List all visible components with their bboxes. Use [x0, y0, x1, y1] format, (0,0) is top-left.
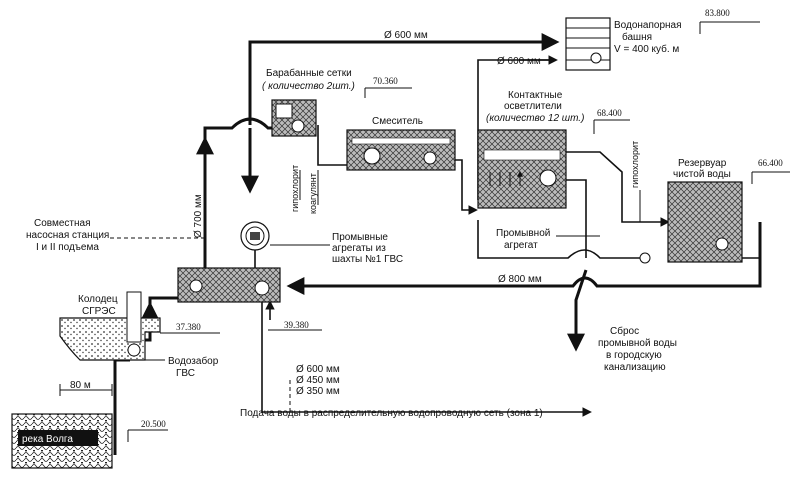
well [59, 291, 161, 361]
elevation-station-left: 37.380 [160, 322, 220, 334]
elevation-station-right: 39.380 [268, 320, 322, 331]
contact-clarifiers [477, 129, 567, 209]
well-label-2: СГРЭС [82, 306, 116, 317]
pipe-wash-loop [477, 220, 640, 259]
well-label-1: Колодец [78, 294, 118, 305]
pipe-d800 [286, 222, 762, 295]
pump-station-label-2: насосная станция [26, 230, 109, 241]
elevation-tower-label: 83.800 [705, 8, 730, 18]
drum-screens-label: Барабанные сетки [266, 67, 352, 79]
discharge-label-2: промывной воды [598, 338, 677, 349]
wash-units-label-3: шахты №1 ГВС [332, 254, 403, 265]
elevation-clarifiers: 68.400 [593, 108, 630, 134]
supply-label: Подача воды в распределительную водопров… [240, 408, 543, 419]
drum-screens-qty-label: ( количество 2шт.) [262, 81, 355, 92]
pipe-screens-mixer [317, 125, 347, 166]
water-tower-label-3: V = 400 куб. м [614, 43, 679, 55]
pipe-d800-label: Ø 800 мм [498, 274, 542, 285]
intake-label-2: ГВС [176, 368, 195, 379]
pipe-supply-size-3: Ø 350 мм [296, 386, 340, 397]
drum-screens [271, 99, 317, 137]
mixer [346, 129, 456, 171]
water-tower-label-1: Водонапорная [614, 20, 682, 31]
clarifiers-qty-label: (количество 12 шт.) [486, 113, 584, 124]
pipe-d600-mid-label: Ø 600 мм [497, 56, 541, 67]
wash-units-label-1: Промывные [332, 232, 388, 243]
wash-unit-label-1: Промывной [496, 228, 550, 239]
clarifiers-label-1: Контактные [508, 90, 563, 101]
elevation-mixer: 70.360 [364, 76, 412, 98]
elevation-river: 20.500 [127, 419, 168, 442]
distance-label: 80 м [70, 380, 91, 391]
water-tower [565, 17, 611, 71]
elevation-tower: 83.800 [699, 8, 760, 34]
elevation-station-left-label: 37.380 [176, 322, 201, 332]
elevation-clarifiers-label: 68.400 [597, 108, 622, 118]
pipe-d600-to-tower [248, 33, 560, 125]
mixer-label: Смеситель [372, 116, 423, 127]
wash-unit-pump [639, 252, 651, 264]
tank-label-1: Резервуар [678, 158, 727, 169]
elevation-tank-label: 66.400 [758, 158, 783, 168]
elevation-tank: 66.400 [751, 158, 790, 184]
clean-water-tank [667, 181, 743, 263]
river-volga [11, 413, 113, 469]
pipe-mixer-clarifiers [455, 159, 478, 215]
pipe-supply [261, 296, 592, 417]
pipe-supply-size-2: Ø 450 мм [296, 375, 340, 386]
intake-label-1: Водозабор [168, 355, 219, 367]
tank-label-2: чистой воды [673, 169, 731, 180]
distance-dimension [59, 384, 113, 396]
pipe-supply-size-1: Ø 600 мм [296, 364, 340, 375]
pipe-d700 [203, 117, 278, 268]
pipe-d600-top-label: Ø 600 мм [384, 30, 428, 41]
clarifiers-label-2: осветлители [504, 101, 562, 112]
discharge-label-1: Сброс [610, 325, 639, 337]
pipe-wash-up [566, 179, 587, 258]
pipe-d700-label: Ø 700 мм [193, 194, 204, 238]
elevation-station-right-label: 39.380 [284, 320, 309, 330]
wash-units-label-2: агрегаты из [332, 243, 386, 254]
wash-unit-label-2: агрегат [504, 240, 538, 251]
pump-station-label-1: Совместная [34, 218, 91, 229]
river-label: река Волга [22, 434, 73, 445]
water-tower-label-2: башня [622, 31, 652, 43]
hypochlorite-label: гипохлорит [290, 165, 300, 212]
pipe-clarifiers-tank [566, 151, 670, 227]
hypochlorite-tank-label: гипохлорит [630, 141, 640, 188]
wash-units-pump [240, 221, 270, 251]
pump-station [177, 267, 281, 303]
discharge-label-3: в городскую [606, 350, 662, 361]
pipe-discharge [567, 269, 588, 352]
pump-station-label-3: I и II подъема [36, 242, 99, 253]
elevation-river-label: 20.500 [141, 419, 166, 429]
discharge-label-4: канализацию [604, 362, 666, 373]
coagulant-label: коагулянт [308, 173, 318, 214]
elevation-mixer-label: 70.360 [373, 76, 398, 86]
